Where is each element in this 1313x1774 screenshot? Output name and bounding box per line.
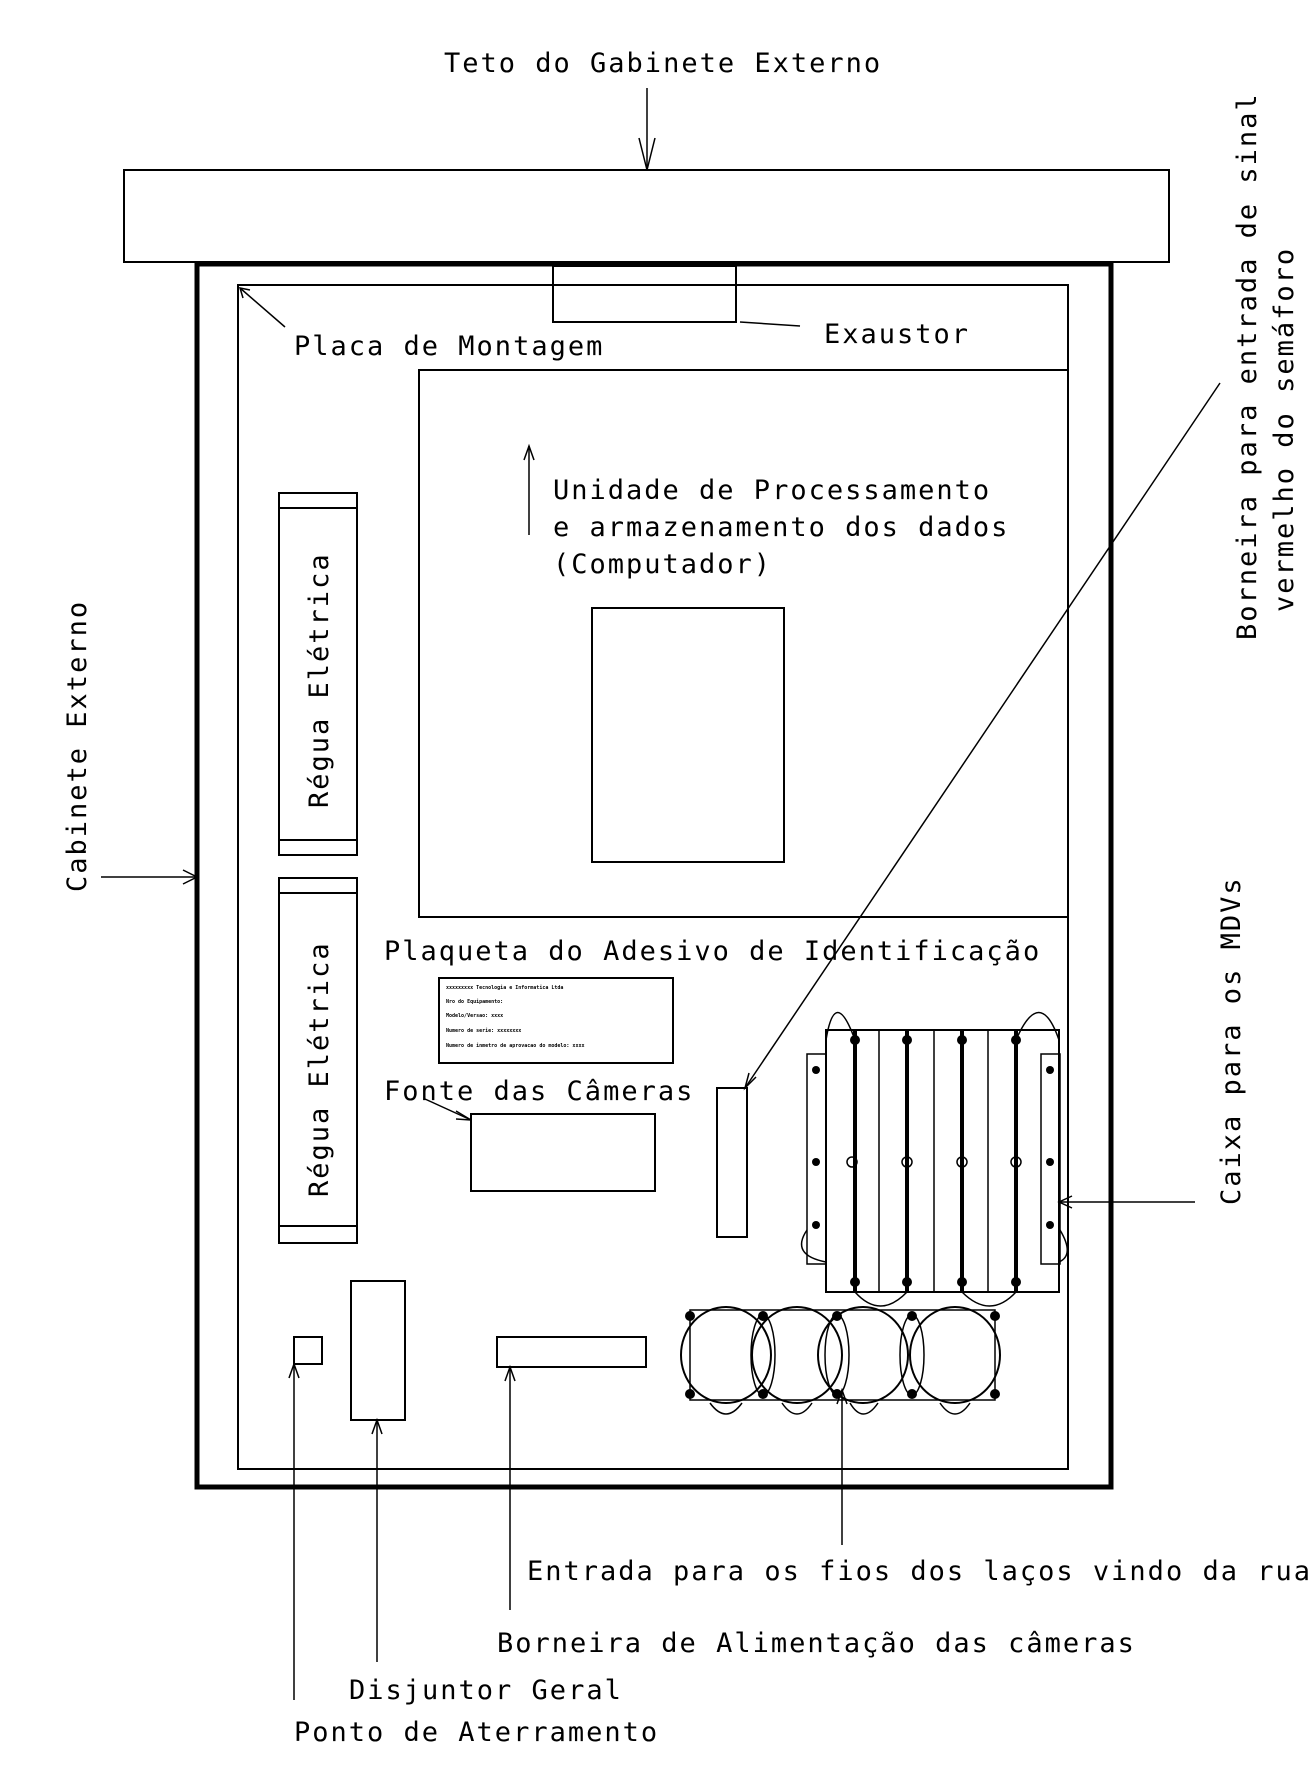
label-exhaust: Exaustor (824, 319, 970, 350)
loop-wires-entry-glands (680, 1306, 1001, 1415)
camera-power-terminal (496, 1336, 647, 1368)
leader-lines (101, 88, 1221, 1700)
label-cpu-line2: e armazenamento dos dados (553, 512, 1009, 543)
label-main-breaker: Disjuntor Geral (349, 1675, 623, 1706)
outer-cabinet-body (194, 261, 1114, 1490)
cabinet-roof (123, 169, 1170, 263)
camera-power-supply (470, 1113, 656, 1192)
id-sticker-line: Modelo/Versao: xxxx (446, 1013, 503, 1019)
label-cpu-line1: Unidade de Processamento (553, 475, 991, 506)
label-camera-power-terminal: Borneira de Alimentação das câmeras (497, 1628, 1136, 1659)
label-signal-terminal-line2: vermelho do semáforo (1269, 247, 1300, 612)
label-id-plate: Plaqueta do Adesivo de Identificação (384, 936, 1041, 967)
label-mdv-box: Caixa para os MDVs (1216, 876, 1247, 1205)
mdv-box (800, 1011, 1068, 1307)
id-sticker (438, 977, 674, 1064)
label-camera-psu: Fonte das Câmeras (384, 1076, 694, 1107)
processing-unit-area (418, 369, 1069, 918)
power-strip-2 (278, 877, 358, 1244)
label-loop-wires-entry: Entrada para os fios dos laços vindo da … (527, 1556, 1312, 1587)
label-cpu-line3: (Computador) (553, 549, 772, 580)
id-sticker-line: Numero de inmetro de aprovacao do modelo… (446, 1043, 584, 1049)
label-signal-terminal-line1: Borneira para entrada de sinal (1232, 92, 1263, 640)
label-power-strip-1: Régua Elétrica (304, 552, 335, 808)
label-grounding-point: Ponto de Aterramento (294, 1717, 659, 1748)
signal-terminal-block (716, 1087, 748, 1238)
computer-box (591, 607, 785, 863)
main-breaker (350, 1280, 406, 1421)
grounding-point (293, 1336, 323, 1365)
exhaust-fan (552, 265, 737, 323)
label-roof-top: Teto do Gabinete Externo (444, 48, 882, 79)
label-outer-cabinet: Cabinete Externo (62, 600, 93, 892)
power-strip-1 (278, 492, 358, 856)
id-sticker-line: Nro do Equipamento: (446, 999, 503, 1005)
label-power-strip-2: Régua Elétrica (304, 941, 335, 1197)
id-sticker-line: xxxxxxxxx Tecnologia e Informatica Ltda (446, 985, 563, 991)
label-mounting-plate: Placa de Montagem (294, 331, 604, 362)
id-sticker-line: Numero de serie: xxxxxxxx (446, 1028, 521, 1034)
id-sticker-text: xxxxxxxxx Tecnologia e Informatica Ltda … (446, 985, 584, 1049)
